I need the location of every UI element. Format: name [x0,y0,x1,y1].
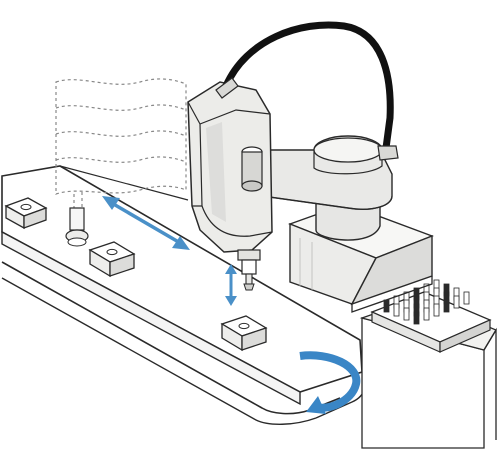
conveyor-back-rail [59,165,189,201]
tray-pin [453,295,460,309]
robot-arm-link-1 [249,137,393,210]
tray-pin [423,307,430,321]
parts-tray [370,279,492,353]
tray-pin [463,291,470,305]
base-grid-line [299,238,313,290]
robot-arm-link-2 [187,81,273,253]
tray-pin [433,303,440,317]
horizontal-motion-arrow [102,196,190,250]
cable-clamp-top [215,77,239,99]
base-rim [351,276,433,313]
vertical-motion-arrow [225,264,237,306]
cable-clamp-bottom [377,145,399,161]
part-3 [220,315,268,352]
conveyor-motion-arrow [299,351,361,414]
tray-pin [383,299,390,313]
tray-pin [403,307,410,321]
tray-pin [443,299,450,313]
conveyor-lower-band-edge [1,277,317,425]
part-1 [4,197,48,230]
part-2 [88,241,136,278]
robot-cable [222,21,394,152]
conveyor-belt [1,165,367,425]
robot-quill [237,249,261,291]
tray-pin [413,311,420,325]
tray-pin [393,303,400,317]
conveyor-front-edge [1,230,301,406]
ghost-gripper [65,207,89,247]
